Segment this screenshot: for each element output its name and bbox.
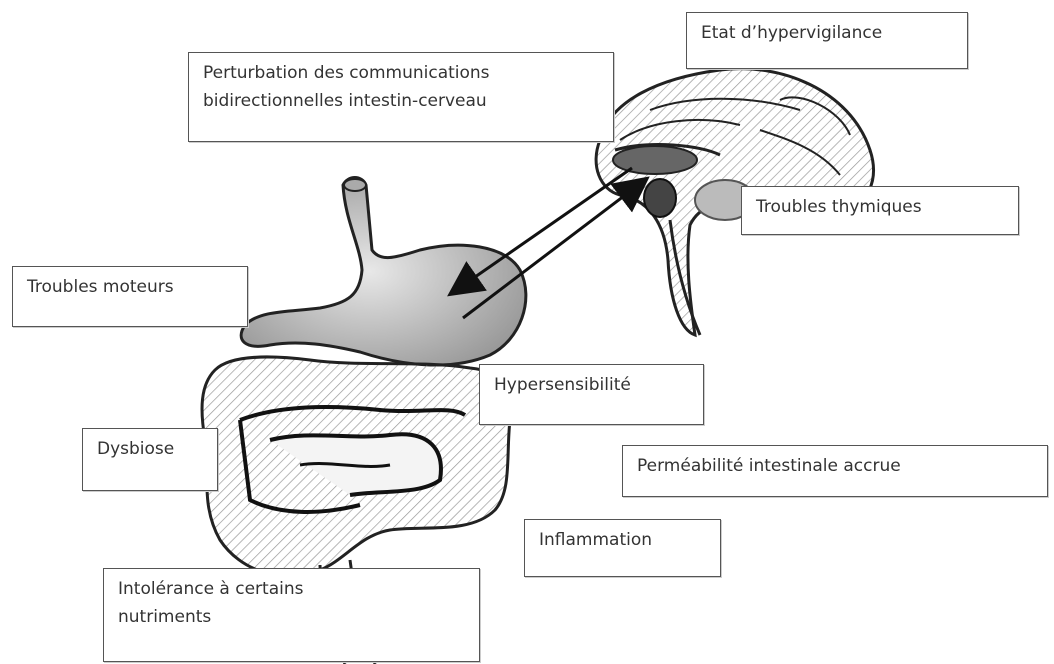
label-intolerance-line2: nutriments <box>118 603 465 631</box>
label-motor-text: Troubles moteurs <box>27 273 233 301</box>
label-dysbiosis: Dysbiose <box>82 428 218 491</box>
label-thymic-text: Troubles thymiques <box>756 193 1004 221</box>
label-communication-line2: bidirectionnelles intestin-cerveau <box>203 87 599 115</box>
label-hypersensitivity: Hypersensibilité <box>479 364 704 425</box>
label-dysbiosis-text: Dysbiose <box>97 435 203 463</box>
label-permeability-text: Perméabilité intestinale accrue <box>637 452 1033 480</box>
label-inflammation: Inflammation <box>524 519 721 577</box>
label-intolerance: Intolérance à certains nutriments <box>103 568 480 662</box>
label-communication: Perturbation des communications bidirect… <box>188 52 614 142</box>
label-thymic: Troubles thymiques <box>741 186 1019 235</box>
label-hypervigilance: Etat d’hypervigilance <box>686 12 968 69</box>
label-inflammation-text: Inflammation <box>539 526 706 554</box>
label-hypervigilance-text: Etat d’hypervigilance <box>701 19 953 47</box>
label-hypersensitivity-text: Hypersensibilité <box>494 371 689 399</box>
label-motor: Troubles moteurs <box>12 266 248 327</box>
label-permeability: Perméabilité intestinale accrue <box>622 445 1048 497</box>
label-intolerance-line1: Intolérance à certains <box>118 575 465 603</box>
label-communication-line1: Perturbation des communications <box>203 59 599 87</box>
